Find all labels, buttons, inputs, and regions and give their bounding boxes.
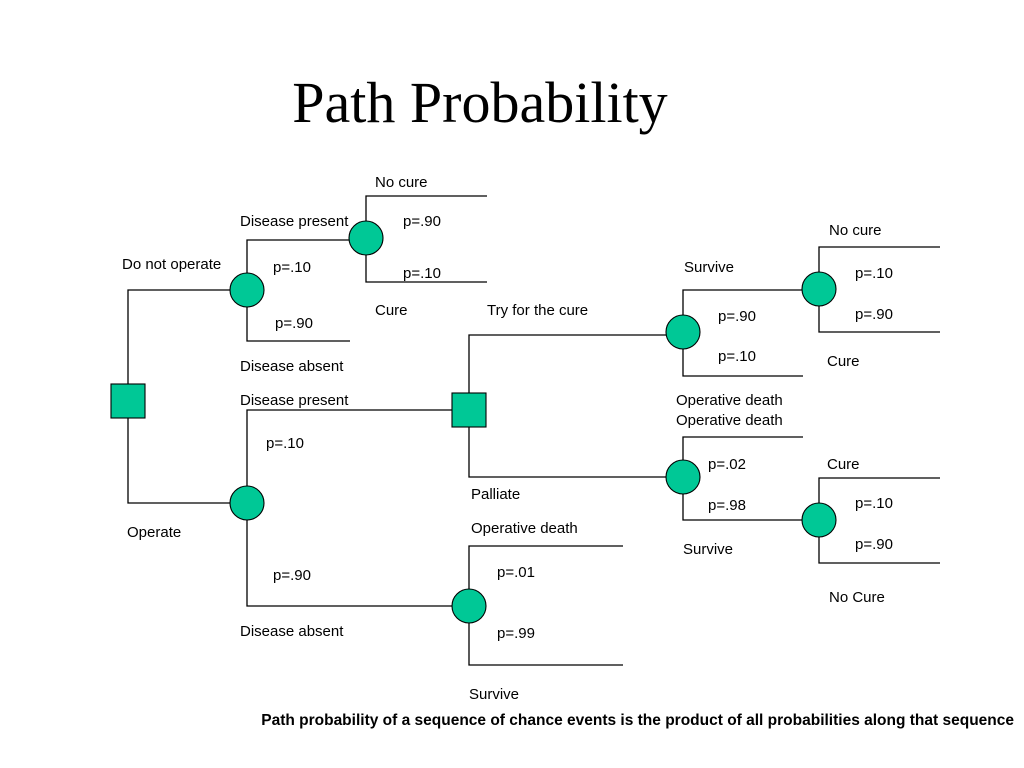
prob-operative-death-cure: p=.10 xyxy=(718,348,756,365)
branch-labels: Do not operate Operate Disease present D… xyxy=(122,174,885,703)
footer-caption: Path probability of a sequence of chance… xyxy=(261,712,1014,729)
chance-node-operate xyxy=(229,485,265,521)
edge-survive-palliate xyxy=(682,477,819,521)
prob-cure-palliate: p=.10 xyxy=(855,495,893,512)
label-palliate: Palliate xyxy=(471,486,520,503)
prob-disease-absent-bottom: p=.90 xyxy=(273,567,311,584)
chance-node-palliate xyxy=(665,459,701,495)
label-operative-death-cure: Operative death xyxy=(676,392,783,409)
prob-operative-death-absent: p=.01 xyxy=(497,564,535,581)
decision-node-treatment xyxy=(451,392,487,428)
prob-operative-death-palliate: p=.02 xyxy=(708,456,746,473)
label-cure-palliate: Cure xyxy=(827,456,860,473)
label-cure-top: Cure xyxy=(375,302,408,319)
prob-disease-absent-top: p=.90 xyxy=(275,315,313,332)
prob-cure-right: p=.90 xyxy=(855,306,893,323)
label-cure-right: Cure xyxy=(827,353,860,370)
chance-node-try-for-cure xyxy=(665,314,701,350)
chance-node-survive-palliate xyxy=(801,502,837,538)
chance-node-disease-present-top xyxy=(348,220,384,256)
label-survive-cure: Survive xyxy=(684,259,734,276)
chance-node-survive-cure xyxy=(801,271,837,307)
prob-survive-absent: p=.99 xyxy=(497,625,535,642)
tree-edges xyxy=(127,195,940,666)
tree-nodes xyxy=(110,220,837,624)
edge-op-disease-absent xyxy=(246,503,469,607)
probability-labels: p=.10 p=.90 p=.90 p=.10 p=.10 p=.90 p=.9… xyxy=(266,213,893,642)
prob-disease-present-top: p=.10 xyxy=(273,259,311,276)
label-do-not-operate: Do not operate xyxy=(122,256,221,273)
edge-try-for-cure xyxy=(468,334,683,393)
label-no-cure-right: No cure xyxy=(829,222,882,239)
label-disease-present-bottom: Disease present xyxy=(240,392,349,409)
prob-survive-cure: p=.90 xyxy=(718,308,756,325)
label-no-cure-top: No cure xyxy=(375,174,428,191)
edge-palliate xyxy=(468,427,683,478)
label-try-for-cure: Try for the cure xyxy=(487,302,588,319)
edge-operative-death-absent xyxy=(468,545,623,606)
label-disease-present-top: Disease present xyxy=(240,213,349,230)
label-disease-absent-top: Disease absent xyxy=(240,358,344,375)
chance-node-do-not-operate xyxy=(229,272,265,308)
prob-cure-top: p=.10 xyxy=(403,265,441,282)
prob-survive-palliate: p=.98 xyxy=(708,497,746,514)
edge-operate xyxy=(127,418,247,504)
prob-no-cure-top: p=.90 xyxy=(403,213,441,230)
edge-op-disease-present xyxy=(246,409,452,503)
label-operate: Operate xyxy=(127,524,181,541)
label-disease-absent-bottom: Disease absent xyxy=(240,623,344,640)
label-survive-absent: Survive xyxy=(469,686,519,703)
label-survive-palliate: Survive xyxy=(683,541,733,558)
prob-disease-present-bottom: p=.10 xyxy=(266,435,304,452)
chance-node-disease-absent-op xyxy=(451,588,487,624)
slide-title: Path Probability xyxy=(292,70,668,135)
label-no-cure-palliate: No Cure xyxy=(829,589,885,606)
label-operative-death-absent: Operative death xyxy=(471,520,578,537)
decision-node-root xyxy=(110,383,146,419)
label-operative-death-palliate: Operative death xyxy=(676,412,783,429)
prob-no-cure-palliate: p=.90 xyxy=(855,536,893,553)
edge-survive-absent xyxy=(468,606,623,666)
prob-no-cure-right: p=.10 xyxy=(855,265,893,282)
edge-do-not-operate xyxy=(127,289,247,401)
